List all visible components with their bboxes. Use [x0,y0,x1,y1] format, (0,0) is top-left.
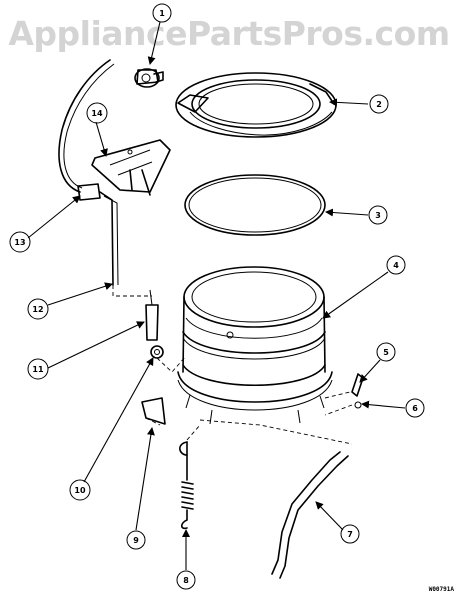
svg-text:12: 12 [32,305,43,314]
part-14-bracket [91,139,171,196]
part-1-switch [134,68,164,88]
callout-6: 6 [405,398,425,418]
callout-10: 10 [69,479,91,501]
svg-text:4: 4 [393,261,399,270]
part-5-6-clip [351,373,364,409]
callout-14: 14 [86,102,108,124]
callout-9: 9 [126,530,146,550]
part-12-13-hose-clamp [58,59,119,286]
svg-text:13: 13 [14,238,25,247]
svg-text:5: 5 [383,348,389,357]
callout-5: 5 [376,342,396,362]
svg-text:9: 9 [133,536,139,545]
svg-text:10: 10 [74,486,86,495]
part-8-spring [179,441,194,530]
callout-4: 4 [386,255,406,275]
part-10-11-valve [145,289,164,359]
svg-text:8: 8 [183,576,189,585]
part-7-bar [271,451,349,579]
callout-8: 8 [176,570,196,590]
svg-text:14: 14 [91,109,103,118]
svg-text:1: 1 [159,9,165,18]
svg-text:3: 3 [375,211,381,220]
callout-3: 3 [368,205,388,225]
part-3-gasket [184,174,326,236]
callout-2: 2 [369,94,389,114]
svg-text:7: 7 [347,530,353,539]
svg-text:6: 6 [412,404,418,413]
part-4-wash-tub [177,266,333,425]
callout-7: 7 [340,524,360,544]
part-2-tub-ring [175,72,337,138]
leader-lines [27,21,406,570]
drawing-code: W00791A [428,586,454,593]
svg-text:11: 11 [32,365,44,374]
callout-1: 1 [152,3,172,23]
svg-text:2: 2 [376,100,382,109]
part-9-shield [141,397,166,425]
assembly-lines [112,285,353,445]
callout-13: 13 [9,231,31,253]
callout-11: 11 [27,358,49,380]
callout-12: 12 [27,298,49,320]
